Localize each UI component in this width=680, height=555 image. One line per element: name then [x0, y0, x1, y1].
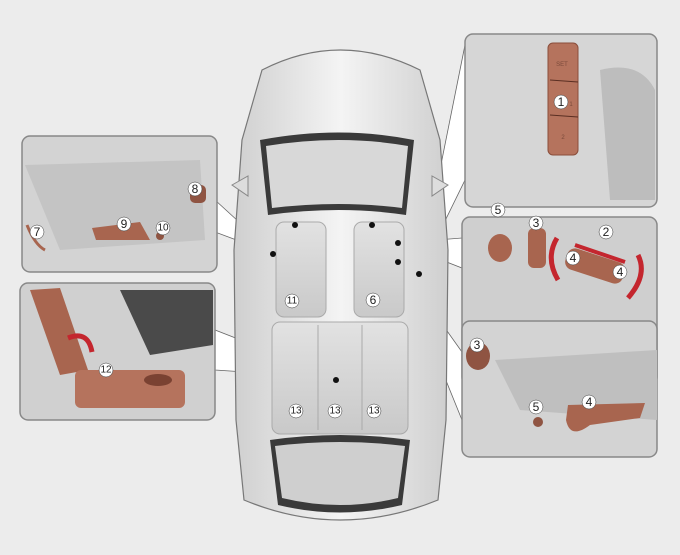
callout-12: 12 [100, 365, 112, 376]
callout-5: 5 [495, 203, 502, 217]
callout-6: 6 [370, 293, 377, 307]
callout-9: 9 [121, 217, 128, 231]
height-lever[interactable] [92, 222, 150, 240]
panel-manual-seat [21, 135, 218, 273]
callout-11: 11 [287, 296, 298, 307]
memory-2-label: 2 [561, 135, 565, 141]
cushion-lever[interactable] [566, 403, 645, 432]
callout-5: 5 [533, 400, 540, 414]
arrow-icon [626, 253, 644, 300]
callout-3: 3 [533, 216, 540, 230]
callout-labels: 1 2 3 4 4 5 6 7 8 9 10 11 12 13 13 13 3 … [29, 94, 628, 419]
callout-4: 4 [617, 265, 624, 279]
callout-3: 3 [474, 338, 481, 352]
callout-1: 1 [558, 95, 565, 109]
arrow-icon [574, 243, 626, 264]
set-button-label: SET [556, 62, 568, 68]
callout-7: 7 [34, 225, 41, 239]
driver-seat [275, 221, 327, 318]
panel-rear-armrest [19, 282, 216, 421]
callout-10: 10 [157, 223, 169, 234]
callout-4: 4 [586, 395, 593, 409]
lumbar-switch[interactable] [488, 234, 512, 262]
callout-13: 13 [368, 406, 380, 417]
slide-bar[interactable] [25, 224, 46, 252]
lumbar-button[interactable] [533, 417, 543, 427]
cup-holder[interactable] [144, 374, 172, 386]
callout-13: 13 [290, 406, 302, 417]
seatback-switch[interactable] [528, 228, 546, 268]
arrow-icon [67, 333, 95, 353]
car-top-view [231, 49, 449, 521]
callout-13: 13 [329, 406, 341, 417]
callout-2: 2 [603, 225, 610, 239]
arrow-icon [548, 236, 561, 282]
panel-side-controls [461, 320, 658, 458]
callout-4: 4 [570, 251, 577, 265]
memory-1-label: 1 [569, 102, 573, 108]
rear-armrest[interactable] [75, 370, 185, 408]
panel-memory-buttons: SET [464, 33, 658, 208]
passenger-seat [353, 221, 405, 318]
callout-8: 8 [192, 182, 199, 196]
